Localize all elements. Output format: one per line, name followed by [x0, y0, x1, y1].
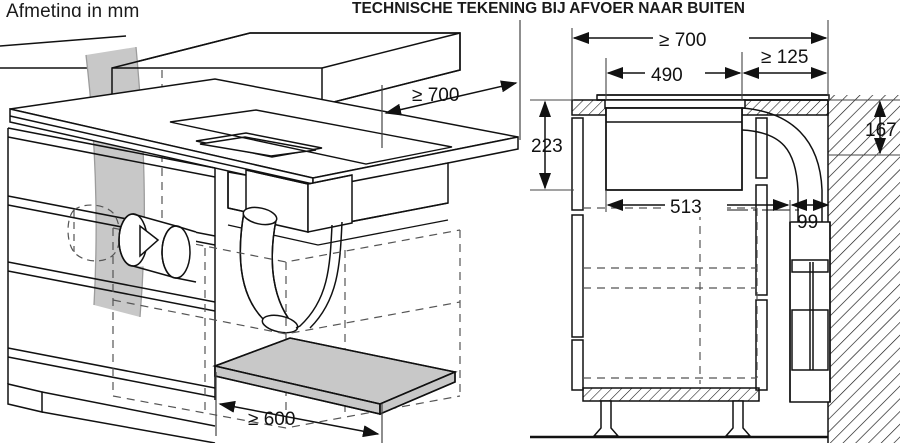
section-base-panel [582, 387, 760, 402]
section-hidden-lines [583, 207, 758, 384]
iso-cooktop-outline [169, 109, 453, 165]
sec-dim-513-label: 513 [670, 197, 702, 218]
sec-dim-99-label: 99 [797, 212, 818, 233]
section-dimension-group: ≥ 700 490 ≥ 125 223 167 513 [530, 20, 900, 233]
iso-dim-700-label: ≥ 700 [412, 85, 459, 106]
section-plinth-legs [592, 400, 752, 437]
section-duct-elbow [678, 107, 831, 403]
section-exterior-wall [827, 95, 900, 443]
sec-dim-167-label: 167 [865, 120, 897, 141]
iso-dim-line-600 [218, 400, 380, 438]
iso-round-duct [67, 204, 197, 283]
iso-hob-worktop [9, 78, 519, 191]
unit-note-label: Afmeting in mm [6, 1, 140, 22]
sec-dim-700-label: ≥ 700 [659, 30, 706, 51]
section-appliance-housing [604, 99, 746, 191]
sec-dim-223-label: 223 [531, 136, 563, 157]
iso-dim-line-700 [384, 80, 518, 116]
page-title: TECHNISCHE TEKENING BIJ AFVOER NAAR BUIT… [352, 0, 745, 17]
iso-curved-duct [239, 206, 343, 334]
sec-dim-490-label: 490 [651, 65, 683, 86]
section-left-panel [571, 99, 607, 391]
section-drawing [530, 94, 900, 443]
iso-dimension-group: ≥ 700 ≥ 600 [215, 20, 521, 443]
iso-downdraft-slot [195, 132, 323, 158]
sec-dim-125-label: ≥ 125 [761, 47, 808, 68]
iso-dim-600-label: ≥ 600 [248, 409, 295, 430]
